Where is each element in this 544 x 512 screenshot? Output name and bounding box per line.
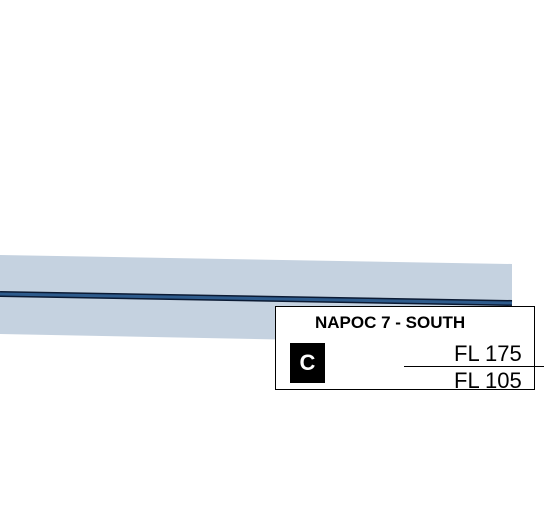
upper-limit-label: FL 175 — [454, 341, 522, 366]
altitude-divider — [404, 366, 544, 367]
airspace-name: NAPOC 7 - SOUTH — [315, 313, 466, 332]
map-layer — [0, 255, 513, 344]
airspace-label[interactable]: NAPOC 7 - SOUTH C FL 175 FL 105 — [275, 306, 544, 393]
airspace-class-badge: C — [290, 343, 325, 383]
lower-limit-label: FL 105 — [454, 368, 522, 393]
route-line[interactable] — [0, 292, 513, 305]
